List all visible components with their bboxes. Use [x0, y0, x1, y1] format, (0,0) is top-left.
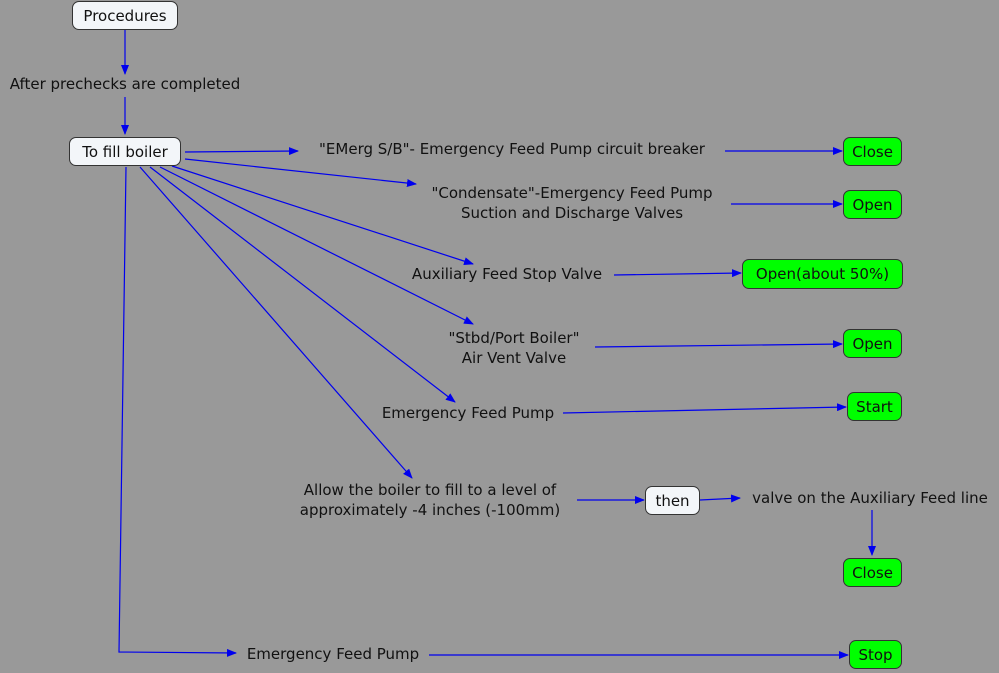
- arrow-then-to-valve: [699, 494, 741, 503]
- procedures-label: Procedures: [83, 6, 167, 25]
- prechecks-text: After prechecks are completed: [9, 75, 241, 93]
- arrow-efp-start-to-start: [562, 403, 847, 414]
- valve-aux-label: valve on the Auxiliary Feed line: [752, 488, 988, 508]
- close-valve-label: Close: [852, 563, 893, 582]
- efp-start-text: Emergency Feed Pump: [381, 404, 555, 422]
- emerg-sb-text: "EMerg S/B"- Emergency Feed Pump circuit…: [319, 140, 705, 158]
- then-node[interactable]: then: [645, 486, 700, 515]
- open-50-label: Open(about 50%): [755, 265, 890, 283]
- condensate-label: "Condensate"-Emergency Feed Pump Suction…: [431, 183, 712, 223]
- action-open-condensate[interactable]: Open: [843, 190, 902, 219]
- valve-aux-text: valve on the Auxiliary Feed line: [752, 489, 988, 507]
- stbd-line-1: "Stbd/Port Boiler": [448, 329, 580, 347]
- fill-boiler-label: To fill boiler: [82, 142, 168, 161]
- then-label: then: [655, 491, 690, 510]
- condensate-line-2: Suction and Discharge Valves: [460, 204, 684, 222]
- action-close-breaker[interactable]: Close: [843, 137, 902, 166]
- allow-fill-label: Allow the boiler to fill to a level of a…: [300, 480, 561, 520]
- stbd-line-2: Air Vent Valve: [461, 349, 567, 367]
- close-breaker-label: Close: [852, 142, 893, 161]
- arrow-fill-to-efp-start: [149, 166, 456, 403]
- procedures-node[interactable]: Procedures: [72, 1, 178, 30]
- action-open-50[interactable]: Open(about 50%): [742, 259, 903, 289]
- action-open-vent[interactable]: Open: [843, 329, 902, 358]
- prechecks-label: After prechecks are completed: [10, 74, 241, 94]
- arrow-fill-to-allow: [139, 166, 413, 479]
- start-pump-label: Start: [856, 397, 893, 416]
- fill-boiler-node[interactable]: To fill boiler: [69, 137, 181, 166]
- allow-line-1: Allow the boiler to fill to a level of: [303, 481, 557, 499]
- action-stop-pump[interactable]: Stop: [849, 640, 902, 669]
- arrow-fill-to-condensate: [184, 158, 417, 188]
- action-start-pump[interactable]: Start: [847, 392, 902, 421]
- emerg-sb-label: "EMerg S/B"- Emergency Feed Pump circuit…: [319, 139, 705, 159]
- aux-stop-text: Auxiliary Feed Stop Valve: [411, 265, 603, 283]
- arrow-fill-to-emerg: [184, 147, 299, 156]
- stop-pump-label: Stop: [858, 645, 893, 664]
- open-condensate-label: Open: [852, 195, 893, 214]
- arrow-aux-stop-to-open-50: [613, 269, 742, 278]
- arrow-fill-to-aux-stop: [171, 165, 474, 266]
- efp-stop-label: Emergency Feed Pump: [247, 644, 419, 664]
- efp-start-label: Emergency Feed Pump: [382, 403, 554, 423]
- arrow-fill-to-efp-stop: [118, 166, 237, 657]
- action-close-valve[interactable]: Close: [843, 558, 902, 587]
- arrow-stbd-to-open: [594, 340, 843, 349]
- arrow-fill-to-stbd: [159, 166, 474, 325]
- condensate-line-1: "Condensate"-Emergency Feed Pump: [431, 184, 713, 202]
- stbd-label: "Stbd/Port Boiler" Air Vent Valve: [448, 328, 579, 368]
- aux-stop-label: Auxiliary Feed Stop Valve: [412, 264, 602, 284]
- allow-line-2: approximately -4 inches (-100mm): [299, 501, 561, 519]
- open-vent-label: Open: [852, 334, 893, 353]
- efp-stop-text: Emergency Feed Pump: [246, 645, 420, 663]
